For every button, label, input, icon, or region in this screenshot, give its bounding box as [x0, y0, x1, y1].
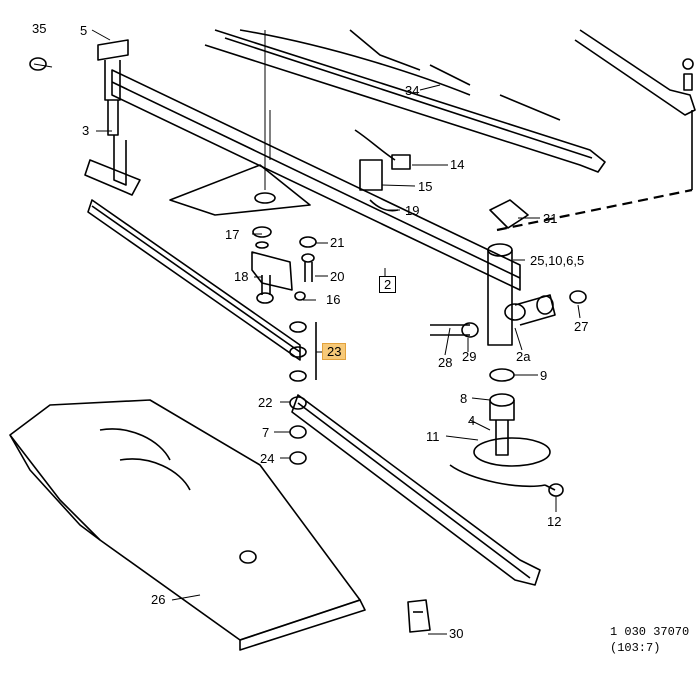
motor-stack — [449, 368, 564, 497]
wiper-blade-34 — [204, 29, 606, 173]
callout-9: 9 — [540, 368, 548, 383]
callout-2: 2 — [379, 276, 397, 293]
callout-26: 26 — [151, 592, 166, 607]
callout-34: 34 — [405, 83, 420, 98]
figure-code: 1 030 37070 — [610, 625, 690, 639]
callout-12: 12 — [547, 514, 562, 529]
callout-7: 7 — [262, 425, 270, 440]
callout-28: 28 — [438, 355, 453, 370]
callout-4: 4 — [468, 413, 476, 428]
callout-29: 29 — [462, 349, 477, 364]
callout-18: 18 — [234, 269, 249, 284]
cover-26 — [9, 399, 366, 651]
link-arm-lower-left — [87, 199, 301, 361]
callout-5: 5 — [80, 23, 88, 38]
callout-17: 17 — [225, 227, 240, 242]
callout-24: 24 — [260, 451, 275, 466]
pivot-right — [430, 199, 587, 346]
frame-tube — [111, 69, 521, 291]
callout-8: 8 — [460, 391, 468, 406]
callout-35: 35 — [32, 21, 47, 36]
callout-16: 16 — [326, 292, 341, 307]
leader-lines — [33, 29, 581, 635]
callout-22: 22 — [258, 395, 273, 410]
callout-30: 30 — [449, 626, 464, 641]
wiper-blade-upper-right — [574, 29, 696, 190]
callout-19: 19 — [405, 203, 420, 218]
callout-25-10-6-5: 25,10,6,5 — [530, 253, 585, 268]
callout-3: 3 — [82, 123, 90, 138]
callout-14: 14 — [450, 157, 465, 172]
washer-stack — [251, 226, 317, 382]
callout-31: 31 — [543, 211, 558, 226]
callout-21: 21 — [330, 235, 345, 250]
callout-27: 27 — [574, 319, 589, 334]
callout-2a: 2a — [516, 349, 531, 364]
center-bracket — [169, 30, 311, 216]
clip-30 — [407, 599, 431, 633]
figure-subcode: (103:7) — [610, 641, 661, 655]
callout-20: 20 — [330, 269, 345, 284]
callout-23-highlighted[interactable]: 23 — [322, 343, 347, 360]
callout-11: 11 — [426, 429, 440, 444]
callout-15: 15 — [418, 179, 433, 194]
pivot-left — [29, 39, 141, 196]
